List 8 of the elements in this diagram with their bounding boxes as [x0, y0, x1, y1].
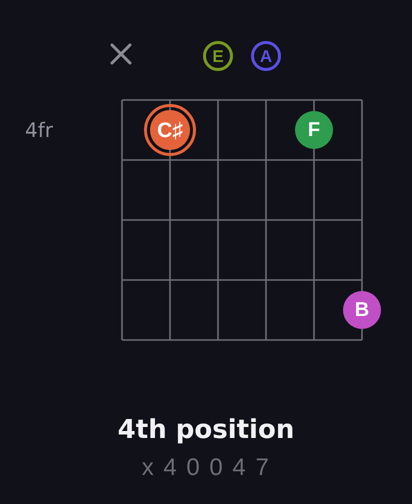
note-dot: B — [343, 291, 381, 329]
open-string-circle: E — [203, 41, 233, 71]
root-note-dot: C♯ — [144, 104, 196, 156]
open-string-circle: A — [251, 41, 281, 71]
note-dot: F — [295, 111, 333, 149]
chord-title: 4th position — [118, 417, 294, 443]
fingering-label: x 4 0 0 4 7 — [142, 456, 270, 480]
fret-number-label: 4fr — [25, 120, 53, 140]
